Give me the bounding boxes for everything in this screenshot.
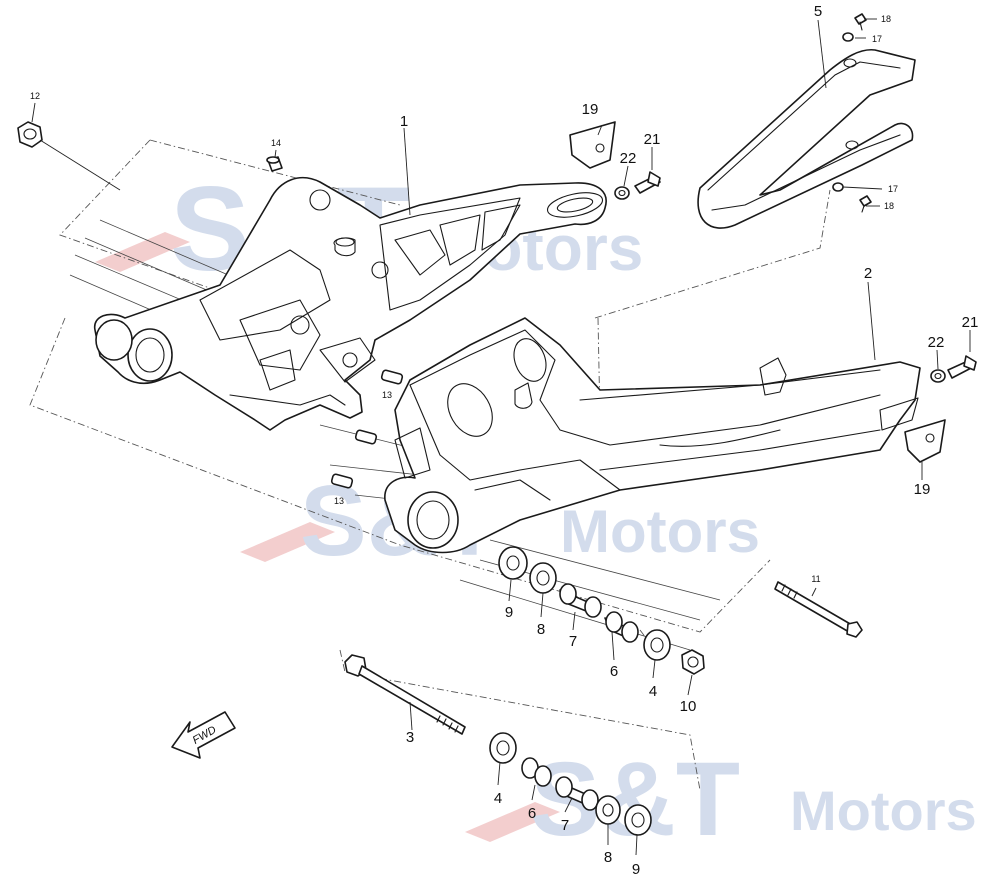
callout-22: 22 [928,334,945,351]
callout-22: 22 [620,150,637,167]
callout-17: 17 [888,184,898,194]
callout-17: 17 [872,34,882,44]
callout-8: 8 [537,621,545,638]
swingarm-brace [94,176,607,431]
watermark-suffix: Motors [560,498,760,565]
callout-4: 4 [494,790,502,807]
leader-lines [31,18,971,856]
callout-12: 12 [30,91,40,101]
hardware [17,13,977,489]
callout-9: 9 [505,604,513,621]
chain-guide [697,48,916,229]
callout-6: 6 [610,663,618,680]
callout-7: 7 [561,817,569,834]
swingarm-main [384,317,921,554]
watermark-bottom: S&T Motors [465,741,977,858]
callout-21: 21 [962,314,979,331]
callout-2: 2 [864,265,872,282]
callout-9: 9 [632,861,640,878]
callout-13: 13 [334,496,344,506]
watermark-suffix: Motors [790,779,977,842]
pivot-stack-upper [498,546,705,675]
callout-19: 19 [914,481,931,498]
callout-18: 18 [884,201,894,211]
callout-3: 3 [406,729,414,746]
callouts: 1 2 3 4 4 5 6 6 7 7 8 8 9 9 10 11 12 13 … [30,3,978,878]
forward-direction-arrow: FWD [171,711,236,759]
bracket-plate-upper [569,121,616,169]
pivot-stack-lower [489,732,652,836]
callout-14: 14 [271,138,281,148]
callout-13: 13 [382,390,392,400]
callout-5: 5 [814,3,822,20]
pivot-bolt-long [344,654,466,735]
callout-21: 21 [644,131,661,148]
callout-6: 6 [528,805,536,822]
callout-11: 11 [811,574,820,584]
axle-bolt [774,581,863,638]
callout-8: 8 [604,849,612,866]
callout-1: 1 [400,113,408,130]
watermark-brand: S&T [530,741,740,858]
callout-7: 7 [569,633,577,650]
callout-18: 18 [881,14,891,24]
callout-4: 4 [649,683,657,700]
bracket-plate-lower [904,419,946,463]
callout-19: 19 [582,101,599,118]
callout-10: 10 [680,698,697,715]
